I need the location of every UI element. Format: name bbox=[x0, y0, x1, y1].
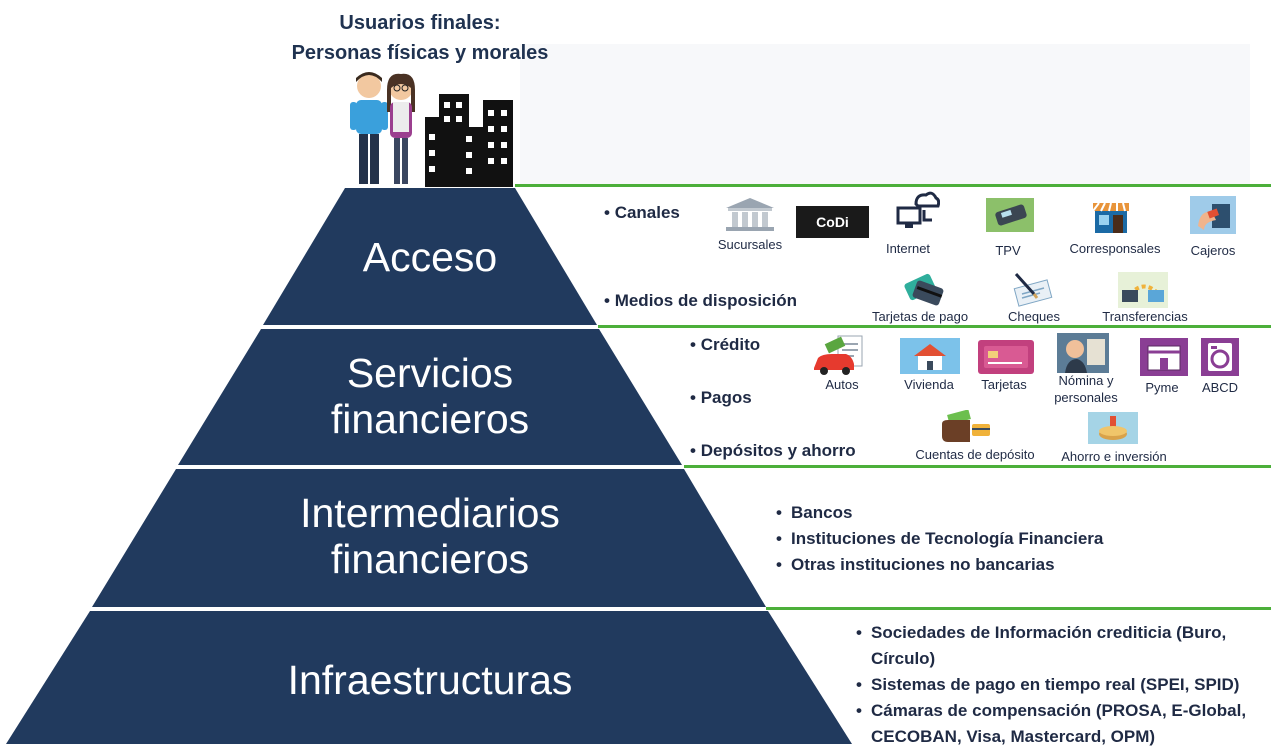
cheque-icon bbox=[1013, 272, 1053, 307]
tier-acceso-label: Acceso bbox=[362, 234, 498, 280]
channel-internet: Internet bbox=[885, 241, 931, 256]
codi-logo: CoDi bbox=[796, 206, 869, 238]
channel-corresponsales: Corresponsales bbox=[1069, 241, 1161, 256]
credit-nomina-line1: Nómina y bbox=[1058, 373, 1114, 388]
credit-pyme: Pyme bbox=[1145, 380, 1179, 395]
infraestructuras-list: Sociedades de Información crediticia (Bu… bbox=[856, 620, 1261, 750]
tier-servicios-line1: Servicios bbox=[346, 350, 514, 396]
tier-intermediarios-shape bbox=[92, 469, 766, 607]
deposit-ahorro: Ahorro e inversión bbox=[1061, 449, 1167, 464]
infra-sociedades-line1: Sociedades de Información crediticia (Bu… bbox=[871, 623, 1227, 642]
savings-icon bbox=[1088, 412, 1138, 444]
store-icon bbox=[1092, 202, 1129, 233]
credit-nomina-line2: personales bbox=[1054, 390, 1118, 405]
tier-intermediarios-line2: financieros bbox=[330, 536, 530, 582]
pagos-label: Pagos bbox=[690, 388, 752, 408]
credit-vivienda: Vivienda bbox=[904, 377, 954, 392]
intermediario-otras: Otras instituciones no bancarias bbox=[776, 552, 1103, 578]
end-users-line2: Personas físicas y morales bbox=[291, 42, 549, 64]
payroll-icon bbox=[1057, 333, 1109, 373]
infra-camaras-line2: CECOBAN, Visa, Mastercard, OPM) bbox=[871, 727, 1156, 746]
intermediario-itf: Instituciones de Tecnología Financiera bbox=[776, 526, 1103, 552]
tier-infraestructuras-shape bbox=[6, 611, 852, 744]
end-users-line1: Usuarios finales: bbox=[339, 12, 501, 34]
shop-icon bbox=[1140, 338, 1188, 376]
deposit-cuentas: Cuentas de depósito bbox=[915, 447, 1035, 462]
network-icon bbox=[896, 191, 940, 228]
medio-cheques: Cheques bbox=[1007, 309, 1061, 324]
infra-sistemas: Sistemas de pago en tiempo real (SPEI, S… bbox=[856, 672, 1261, 698]
pos-terminal-icon bbox=[986, 198, 1034, 232]
tier-servicios-shape bbox=[178, 329, 682, 465]
infra-camaras-line1: Cámaras de compensación (PROSA, E-Global… bbox=[871, 701, 1247, 720]
medio-transferencias: Transferencias bbox=[1102, 309, 1188, 324]
medio-tarjetas: Tarjetas de pago bbox=[871, 309, 969, 324]
bank-icon bbox=[726, 198, 774, 231]
car-icon bbox=[814, 335, 863, 375]
tier-servicios-label: Servicios financieros bbox=[130, 350, 730, 442]
credit-abcd: ABCD bbox=[1201, 380, 1239, 395]
separator-servicios-bottom bbox=[684, 465, 1271, 468]
channel-sucursales: Sucursales bbox=[717, 237, 783, 252]
channel-cajeros: Cajeros bbox=[1190, 243, 1236, 258]
separator-acceso-bottom bbox=[598, 325, 1271, 328]
tier-infraestructuras-label: Infraestructuras bbox=[287, 657, 573, 703]
users-illustration bbox=[350, 72, 513, 187]
credit-autos: Autos bbox=[825, 377, 859, 392]
tier-acceso-shape bbox=[263, 188, 597, 325]
people-icon bbox=[350, 72, 415, 184]
separator-acceso-top bbox=[515, 184, 1271, 187]
depositos-label: Depósitos y ahorro bbox=[690, 441, 856, 461]
credit-tarjetas: Tarjetas bbox=[981, 377, 1027, 392]
buildings-icon bbox=[425, 94, 513, 187]
separator-intermediarios-bottom bbox=[766, 607, 1271, 610]
wallet-icon bbox=[942, 410, 990, 442]
transfer-icon bbox=[1118, 272, 1168, 308]
house-icon bbox=[900, 338, 960, 374]
credit-card-icon bbox=[978, 340, 1034, 374]
medios-label: Medios de disposición bbox=[604, 291, 797, 311]
credit-nomina: Nómina y personales bbox=[1046, 372, 1126, 406]
tier-servicios-line2: financieros bbox=[330, 396, 530, 442]
canales-label: Canales bbox=[604, 203, 680, 223]
atm-icon bbox=[1190, 196, 1236, 234]
card-icon bbox=[904, 273, 944, 306]
infra-sociedades-line2: Círculo) bbox=[871, 649, 936, 668]
infra-sociedades: Sociedades de Información crediticia (Bu… bbox=[856, 620, 1261, 672]
tier-intermediarios-label: Intermediarios financieros bbox=[130, 490, 730, 582]
channel-tpv: TPV bbox=[995, 243, 1021, 258]
tier-intermediarios-line1: Intermediarios bbox=[300, 490, 560, 536]
intermediarios-list: Bancos Instituciones de Tecnología Finan… bbox=[776, 500, 1103, 578]
header-background bbox=[520, 44, 1250, 184]
intermediario-bancos: Bancos bbox=[776, 500, 1103, 526]
end-users-title: Usuarios finales: Personas físicas y mor… bbox=[250, 8, 590, 68]
infra-camaras: Cámaras de compensación (PROSA, E-Global… bbox=[856, 698, 1261, 750]
credito-label: Crédito bbox=[690, 335, 761, 355]
washer-icon bbox=[1201, 338, 1239, 376]
